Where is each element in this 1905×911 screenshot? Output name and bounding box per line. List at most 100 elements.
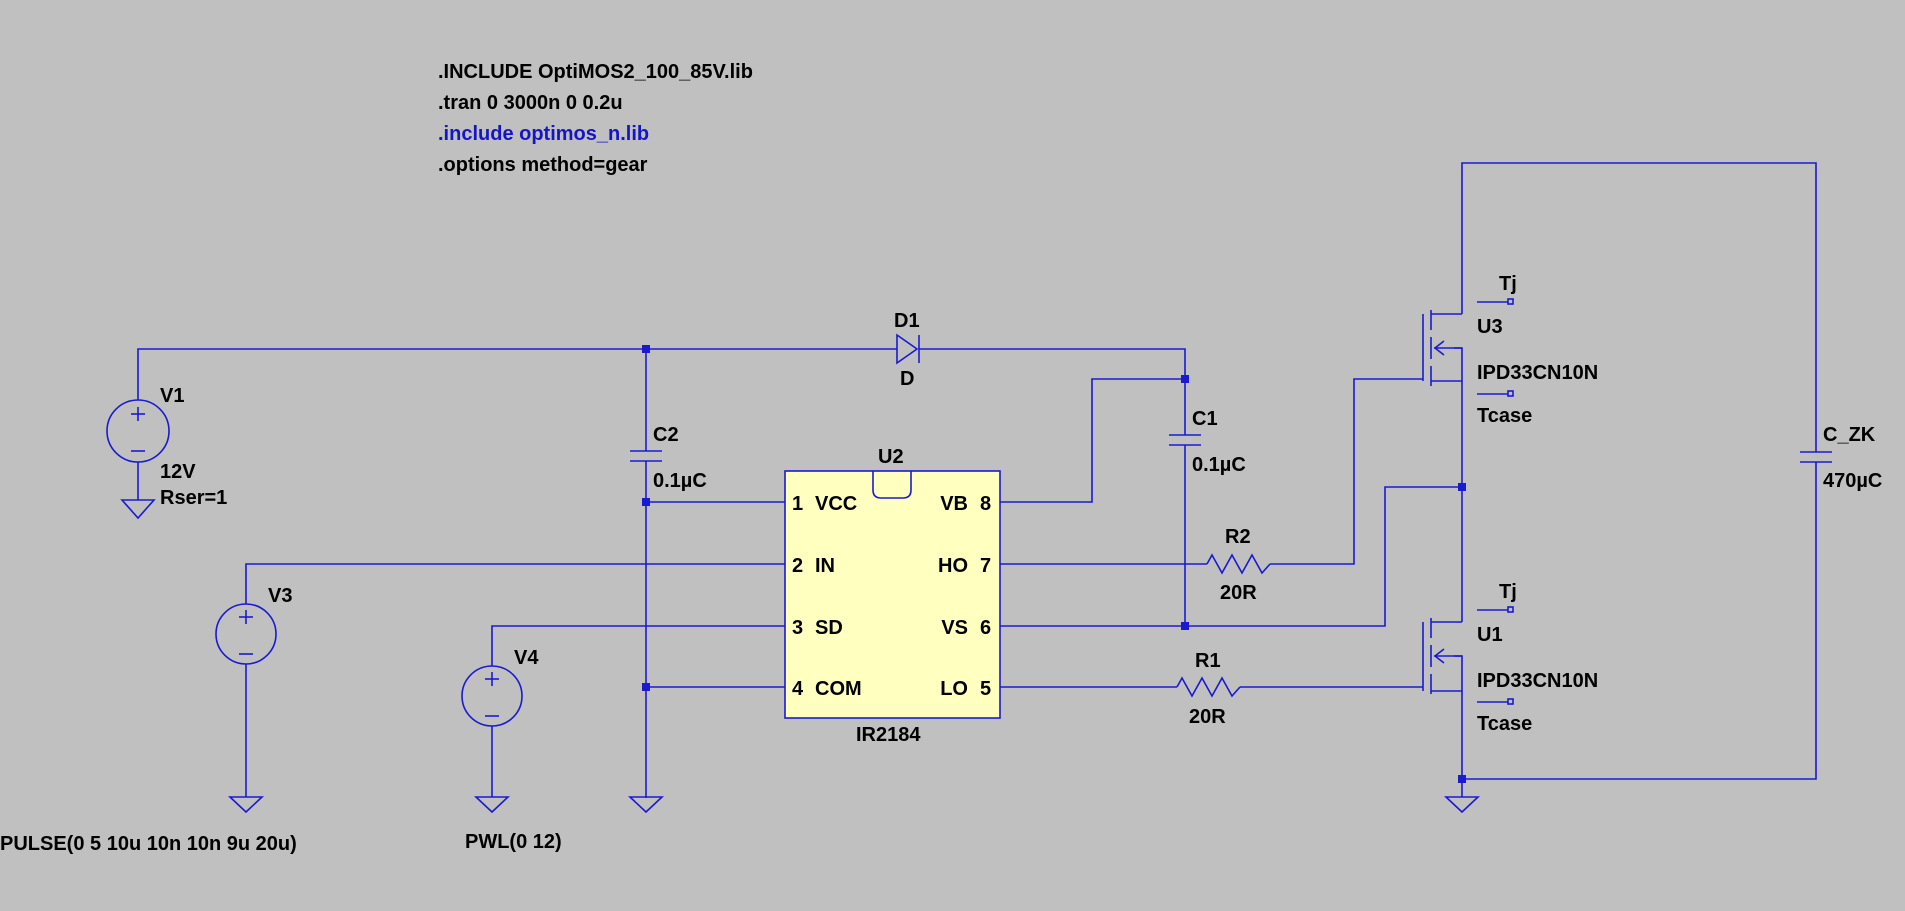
v4-name: V4 <box>514 647 539 669</box>
u1-tj-label: Tj <box>1499 581 1517 603</box>
spice-directives: .INCLUDE OptiMOS2_100_85V.lib .tran 0 30… <box>438 61 753 176</box>
directive-include-optimos2[interactable]: .INCLUDE OptiMOS2_100_85V.lib <box>438 61 753 83</box>
pin-name: LO <box>940 678 968 700</box>
diode-icon <box>896 333 919 365</box>
junction-dot <box>642 498 650 506</box>
c-zk-name: C_ZK <box>1823 424 1876 446</box>
pin-name: VS <box>941 617 968 639</box>
v4-value: PWL(0 12) <box>465 831 562 853</box>
u1-tcase-label: Tcase <box>1477 713 1532 735</box>
pin-number: 6 <box>980 617 991 639</box>
u1-name: U1 <box>1477 624 1503 646</box>
pin-number: 7 <box>980 555 991 577</box>
mosfet-body-icon <box>1454 347 1463 381</box>
directive-include-optimos-n[interactable]: .include optimos_n.lib <box>438 123 649 145</box>
pin-number: 8 <box>980 493 991 515</box>
source-v1[interactable]: V1 12V Rser=1 <box>106 385 227 509</box>
junction-dot <box>1181 622 1189 630</box>
mosfet-u1[interactable]: Tj Tcase U1 IPD33CN10N <box>1422 581 1598 735</box>
wire-bottom-bus[interactable] <box>1462 462 1817 780</box>
diode-d1[interactable]: D1 D <box>894 310 920 390</box>
ic-body <box>784 470 1001 719</box>
pin-number: 4 <box>792 678 804 700</box>
c1-value: 0.1µC <box>1192 454 1246 476</box>
v1-value: 12V <box>160 461 196 483</box>
wire-d1-cathode[interactable] <box>919 348 1186 379</box>
source-v3[interactable]: V3 PULSE(0 5 10u 10n 10n 9u 20u) <box>0 585 297 855</box>
voltage-source-icon <box>106 399 170 463</box>
r1-name: R1 <box>1195 650 1221 672</box>
pin-name: VCC <box>815 493 857 515</box>
junction-dot <box>1458 483 1466 491</box>
wire-vb[interactable] <box>1000 378 1185 503</box>
r2-name: R2 <box>1225 526 1251 548</box>
ground-icon <box>120 499 156 520</box>
ground-symbols <box>120 499 1481 814</box>
resistor-icon <box>1206 553 1271 575</box>
resistor-r2[interactable]: R2 20R <box>1206 526 1271 604</box>
v1-param: Rser=1 <box>160 487 227 509</box>
junction-dot <box>642 683 650 691</box>
resistor-r1[interactable]: R1 20R <box>1176 650 1241 728</box>
capacitor-c1[interactable]: C1 0.1µC <box>1169 408 1246 476</box>
u3-tcase-label: Tcase <box>1477 405 1532 427</box>
v3-name: V3 <box>268 585 292 607</box>
ground-icon <box>473 796 511 814</box>
pin-number: 5 <box>980 678 991 700</box>
c1-name: C1 <box>1192 408 1218 430</box>
r2-value: 20R <box>1220 582 1257 604</box>
pin-name: HO <box>938 555 968 577</box>
ic-u2[interactable]: U2 IR2184 1 VCC 2 IN 3 SD 4 COM VB 8 HO … <box>784 446 1001 746</box>
junctions <box>642 345 1466 783</box>
c-zk-value: 470µC <box>1823 470 1882 492</box>
u1-part: IPD33CN10N <box>1477 670 1598 692</box>
wire-r2-gate[interactable] <box>1270 378 1423 565</box>
u2-name: U2 <box>878 446 904 468</box>
resistor-icon <box>1176 676 1241 698</box>
source-v4[interactable]: V4 PWL(0 12) <box>461 647 562 853</box>
junction-dot <box>1458 775 1466 783</box>
r1-value: 20R <box>1189 706 1226 728</box>
pin-name: VB <box>940 493 968 515</box>
pin-number: 1 <box>792 493 803 515</box>
mosfet-arrow-icon <box>1433 648 1445 664</box>
mosfet-body-icon <box>1454 655 1463 691</box>
pin-name: IN <box>815 555 835 577</box>
tcase-pin-end <box>1507 390 1514 397</box>
voltage-source-icon <box>461 665 523 727</box>
c2-name: C2 <box>653 424 679 446</box>
pin-name: COM <box>815 678 862 700</box>
wire-in[interactable] <box>245 563 785 604</box>
directive-options[interactable]: .options method=gear <box>438 154 648 176</box>
ground-icon <box>627 796 665 814</box>
u3-part: IPD33CN10N <box>1477 362 1598 384</box>
wire-sd[interactable] <box>491 625 785 666</box>
wire-vs[interactable] <box>1000 486 1462 627</box>
v1-name: V1 <box>160 385 184 407</box>
mosfet-arrow-icon <box>1433 340 1445 356</box>
ground-icon <box>1443 796 1481 814</box>
voltage-source-icon <box>215 603 277 665</box>
v3-value: PULSE(0 5 10u 10n 10n 9u 20u) <box>0 833 297 855</box>
capacitor-c2[interactable]: C2 0.1µC <box>630 424 707 492</box>
tcase-pin-end <box>1507 698 1514 705</box>
pin-name: SD <box>815 617 843 639</box>
pin-number: 2 <box>792 555 803 577</box>
junction-dot <box>642 345 650 353</box>
mosfet-u3[interactable]: Tj Tcase U3 IPD33CN10N <box>1422 273 1598 427</box>
wire-top-bus[interactable] <box>1461 162 1817 452</box>
d1-name: D1 <box>894 310 920 332</box>
u2-part: IR2184 <box>856 724 921 746</box>
directive-tran[interactable]: .tran 0 3000n 0 0.2u <box>438 92 623 114</box>
d1-value: D <box>900 368 914 390</box>
u3-name: U3 <box>1477 316 1503 338</box>
capacitor-c-zk[interactable]: C_ZK 470µC <box>1800 424 1882 492</box>
pin-number: 3 <box>792 617 803 639</box>
u3-tj-label: Tj <box>1499 273 1517 295</box>
ground-icon <box>227 796 265 814</box>
wire-supply-rail[interactable] <box>137 348 897 400</box>
tj-pin-end <box>1507 298 1514 305</box>
ic-notch-icon <box>872 471 912 499</box>
tj-pin-end <box>1507 606 1514 613</box>
